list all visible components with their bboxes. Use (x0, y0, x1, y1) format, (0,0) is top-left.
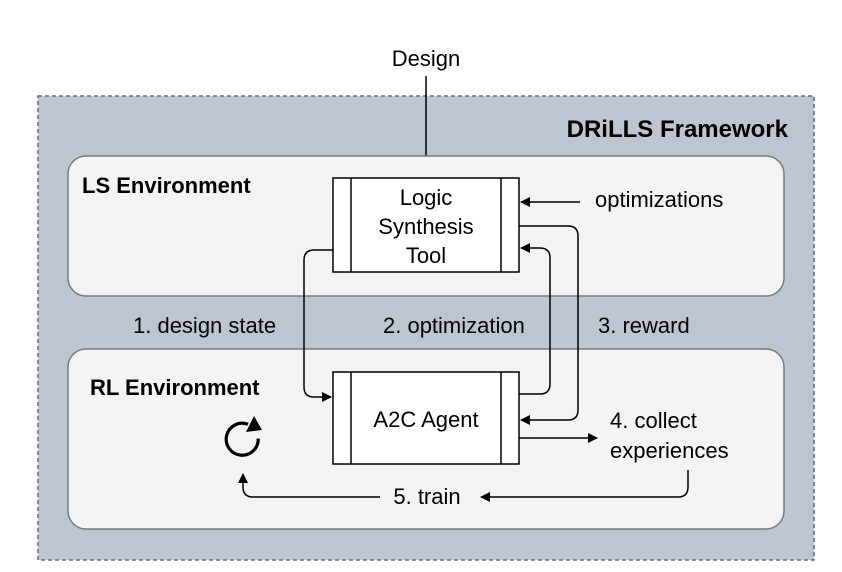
tool-label-line-1: Logic (400, 185, 453, 210)
train-label: 5. train (393, 484, 460, 509)
design-state-arrow (303, 249, 333, 402)
collect-label-line-2: experiences (610, 438, 729, 463)
reward-label: 3. reward (598, 313, 690, 338)
refresh-icon (224, 416, 262, 457)
logic-synthesis-tool-box: Logic Synthesis Tool (332, 177, 520, 273)
design-input-label: Design (392, 46, 460, 71)
ls-environment-title: LS Environment (82, 173, 251, 198)
optimizations-label: optimizations (595, 187, 723, 212)
collect-label-line-1: 4. collect (610, 408, 697, 433)
tool-label-line-2: Synthesis (378, 214, 473, 239)
rl-environment-title: RL Environment (90, 375, 260, 400)
optimization-label: 2. optimization (383, 313, 525, 338)
train-arrow-left (238, 473, 380, 498)
tool-label-line-3: Tool (406, 243, 446, 268)
framework-title: DRiLLS Framework (567, 116, 789, 143)
a2c-agent-box: A2C Agent (332, 371, 520, 465)
reward-arrow (519, 225, 579, 425)
optimization-arrow (519, 243, 551, 395)
agent-label: A2C Agent (373, 407, 478, 432)
train-arrow-right (480, 470, 689, 502)
design-state-label: 1. design state (133, 313, 276, 338)
